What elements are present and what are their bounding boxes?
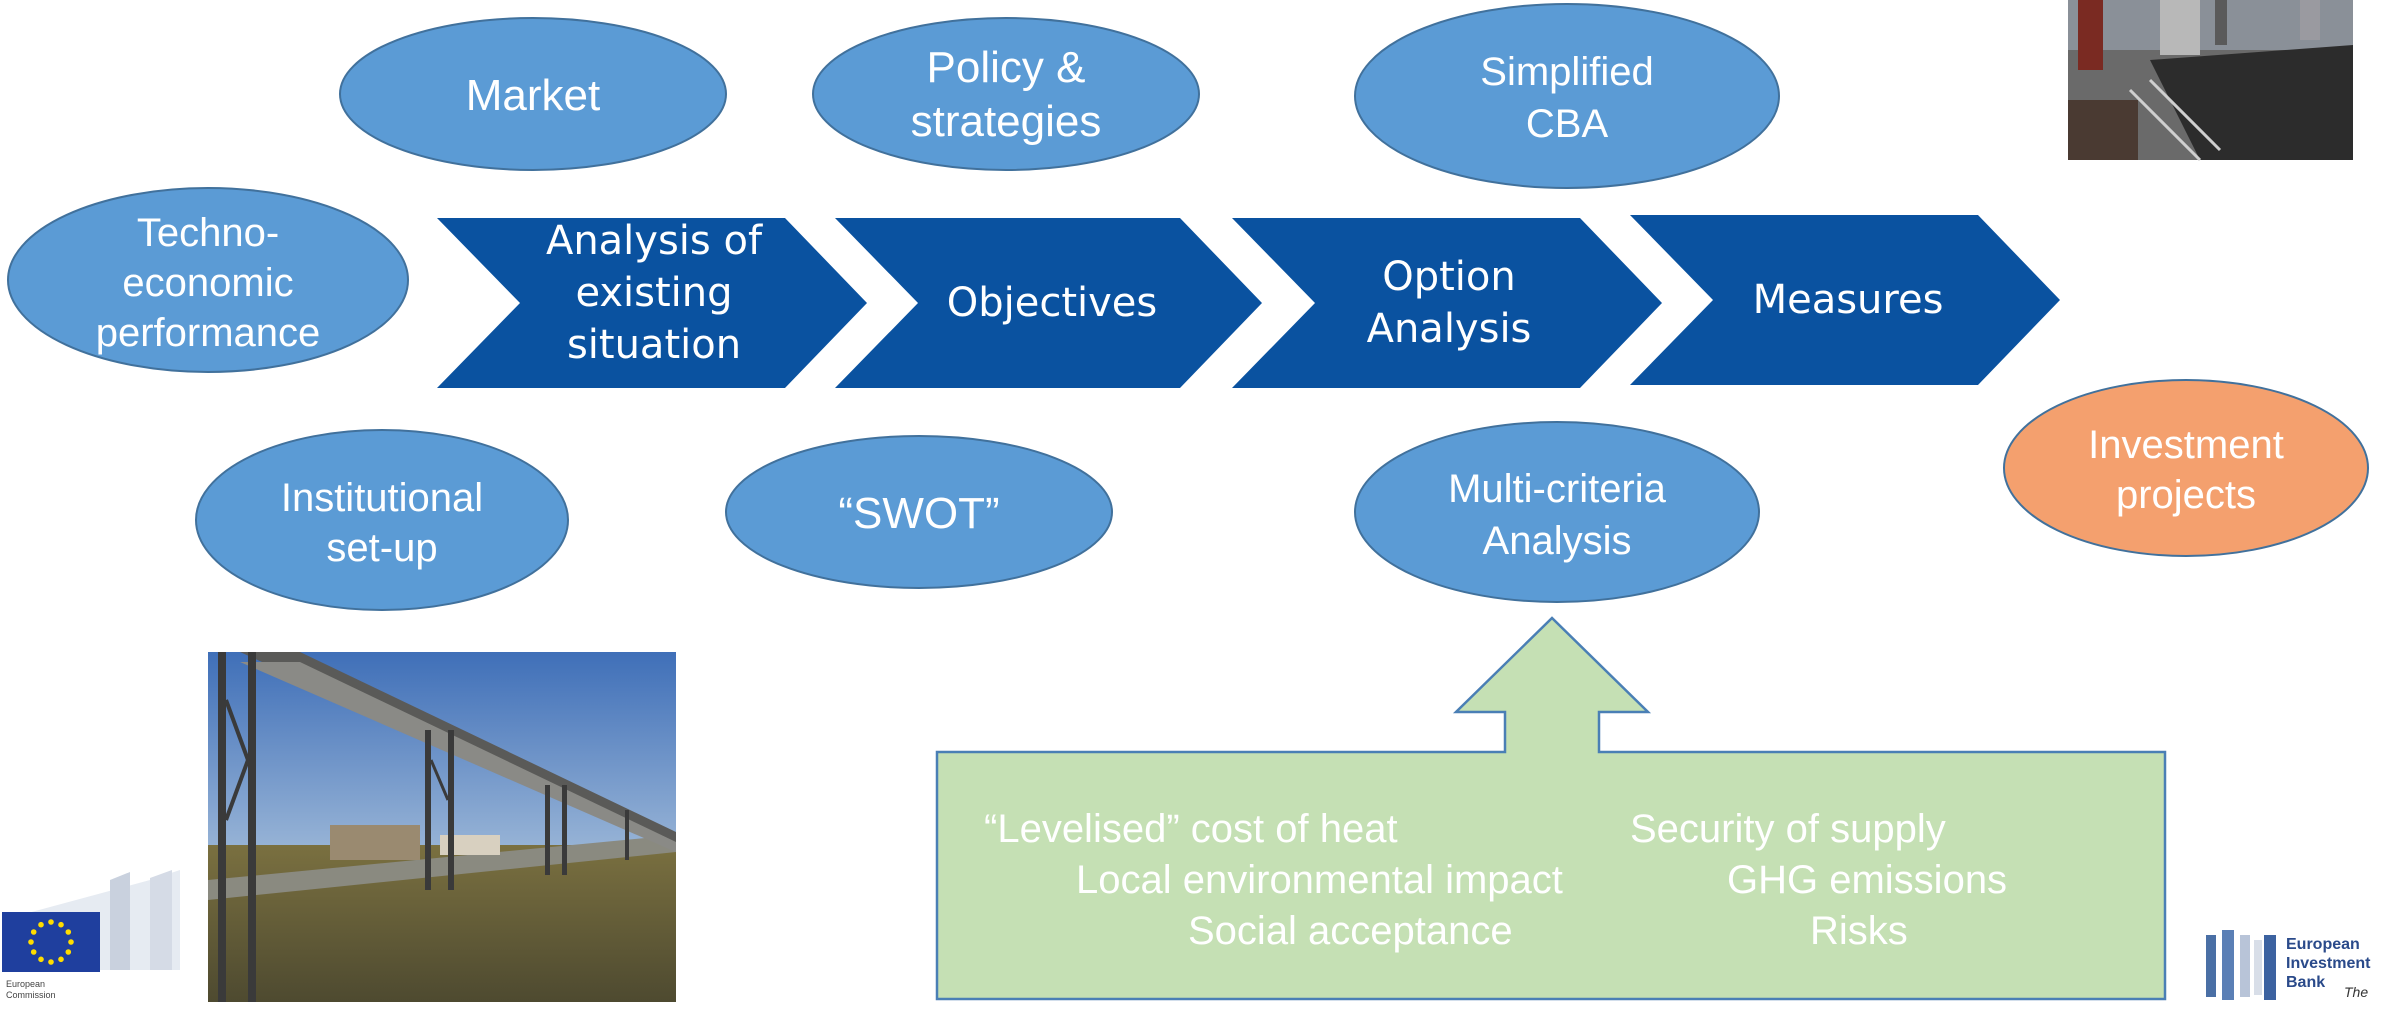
ellipse-investment-projects: Investment projects xyxy=(2003,379,2369,557)
ec-logo: European Commission xyxy=(2,870,180,1000)
criteria-box: “Levelised” cost of heat Local environme… xyxy=(935,616,2167,1001)
chevron-measures: Measures xyxy=(1630,215,2060,385)
criterion-risks: Risks xyxy=(1810,909,1908,953)
eu-star-icon xyxy=(65,929,72,935)
eu-star-icon xyxy=(48,919,54,925)
pipeline-photo xyxy=(208,652,676,1002)
ellipse-market: Market xyxy=(339,17,727,171)
label-line: Investment xyxy=(2088,423,2284,467)
label-line: set-up xyxy=(326,526,437,570)
ellipse-techno-economic-performance: Techno-economic performance xyxy=(7,187,409,373)
chevron-label: Objectives xyxy=(947,280,1158,326)
criterion-security-of-supply: Security of supply xyxy=(1630,807,1946,851)
eib-logo: European Investment Bank The xyxy=(2206,930,2371,1000)
eib-logo-line3: Bank xyxy=(2286,974,2325,991)
ellipse-label: Institutional set-up xyxy=(281,476,483,570)
label-line: performance xyxy=(96,311,321,355)
chevron-label: Analysis of existing situation xyxy=(546,218,763,368)
label-line: CBA xyxy=(1526,102,1609,146)
eu-star-icon xyxy=(58,956,64,963)
label-line: existing xyxy=(575,270,732,316)
eib-logo-line1: European xyxy=(2286,936,2360,953)
label-line: Analysis xyxy=(1483,519,1632,563)
eu-star-icon xyxy=(65,949,72,955)
label-line: Policy & xyxy=(927,43,1086,92)
label-line: Analysis xyxy=(1367,306,1532,352)
label-line: Multi-criteria xyxy=(1448,467,1667,511)
eu-star-icon xyxy=(38,921,44,928)
eib-logo-line2: Investment xyxy=(2286,955,2371,972)
label-line: Techno- xyxy=(137,211,279,255)
label-line: Simplified xyxy=(1480,50,1653,94)
eu-star-icon xyxy=(58,921,64,928)
criterion-local-environmental-impact: Local environmental impact xyxy=(1076,858,1563,902)
label-line: situation xyxy=(567,322,741,368)
label-line: Market xyxy=(466,71,600,120)
ec-logo-line2: Commission xyxy=(6,990,56,1000)
ellipse-policy-strategies: Policy & strategies xyxy=(812,17,1200,171)
label-line: projects xyxy=(2116,473,2256,517)
label-line: Institutional xyxy=(281,476,483,520)
label-line: “SWOT” xyxy=(838,489,999,538)
eu-star-icon xyxy=(68,939,74,945)
eu-star-icon xyxy=(38,956,44,963)
criterion-levelised-cost: “Levelised” cost of heat xyxy=(984,807,1398,851)
eu-star-icon xyxy=(48,959,54,965)
ellipse-swot: “SWOT” xyxy=(725,435,1113,589)
label-line: Option xyxy=(1382,254,1516,300)
eib-logo-tagline: The xyxy=(2344,984,2368,1000)
eu-star-icon xyxy=(30,949,37,955)
criterion-ghg-emissions: GHG emissions xyxy=(1727,858,2007,902)
criterion-social-acceptance: Social acceptance xyxy=(1188,909,1513,953)
eu-star-icon xyxy=(30,929,37,935)
chevron-objectives: Objectives xyxy=(835,218,1262,388)
ellipse-label: Techno-economic performance xyxy=(96,211,321,355)
label-line: strategies xyxy=(911,97,1102,146)
ellipse-label: Policy & strategies xyxy=(911,43,1102,146)
ec-logo-line1: European xyxy=(6,979,45,989)
ellipse-institutional-setup: Institutional set-up xyxy=(195,429,569,611)
chevron-analysis-existing-situation: Analysis of existing situation xyxy=(437,218,867,388)
label-line: Measures xyxy=(1753,277,1944,323)
label-line: Objectives xyxy=(947,280,1158,326)
ellipse-label: Investment projects xyxy=(2088,423,2284,517)
ellipse-label: Market xyxy=(466,71,600,120)
label-line: economic xyxy=(122,261,293,305)
plant-photo xyxy=(2068,0,2353,162)
eib-bars-icon xyxy=(2206,935,2216,997)
eu-star-icon xyxy=(28,939,34,945)
label-line: Analysis of xyxy=(546,218,763,264)
ellipse-label: “SWOT” xyxy=(838,489,999,538)
chevron-label: Measures xyxy=(1753,277,1944,323)
